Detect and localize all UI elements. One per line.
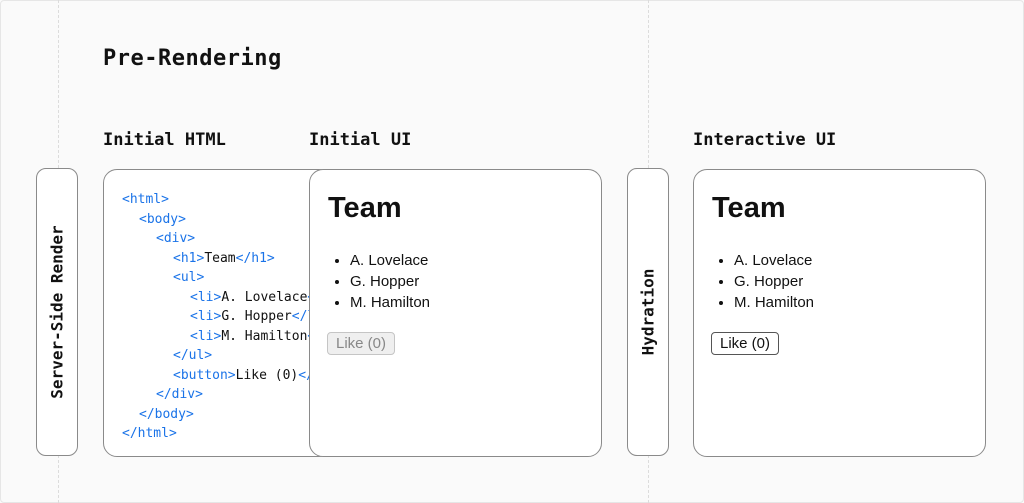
interactive-ui-member-list: A. Lovelace G. Hopper M. Hamilton	[716, 250, 814, 313]
label-initial-ui: Initial UI	[309, 130, 412, 150]
code-line: <li>M. Hamilton</li>	[122, 327, 332, 347]
html-code-block: <html><body><div><h1>Team</h1><ul><li>A.…	[122, 190, 332, 444]
initial-ui-member-list: A. Lovelace G. Hopper M. Hamilton	[332, 250, 430, 313]
code-tag: <h1>	[173, 250, 205, 266]
interactive-ui-team-heading: Team	[712, 192, 786, 224]
initial-ui-like-button: Like (0)	[327, 332, 396, 355]
code-tag: </html>	[122, 426, 177, 441]
list-item: M. Hamilton	[350, 292, 430, 313]
code-line: <div>	[122, 229, 332, 249]
initial-html-card: <html><body><div><h1>Team</h1><ul><li>A.…	[103, 169, 333, 457]
list-item: A. Lovelace	[734, 250, 814, 271]
code-line: </body>	[122, 405, 332, 425]
diagram-title: Pre-Rendering	[103, 46, 282, 71]
list-item: M. Hamilton	[734, 292, 814, 313]
code-tag: <button>	[173, 367, 236, 383]
code-line: <li>A. Lovelace</li>	[122, 288, 332, 308]
label-initial-html: Initial HTML	[103, 130, 226, 150]
code-tag: </div>	[156, 387, 203, 402]
code-tag: <li>	[190, 309, 222, 324]
code-tag: </ul>	[173, 348, 213, 363]
code-line: <ul>	[122, 268, 332, 288]
hydration-label: Hydration	[638, 268, 658, 356]
code-text: M. Hamilton	[221, 328, 308, 344]
code-line: <button>Like (0)</button>	[122, 366, 332, 386]
code-text: A. Lovelace	[221, 289, 308, 305]
code-text: Team	[204, 250, 236, 266]
interactive-ui-like-button[interactable]: Like (0)	[711, 332, 780, 355]
server-side-render-pill: Server-Side Render	[36, 168, 78, 456]
code-line: <body>	[122, 210, 332, 230]
code-text: G. Hopper	[221, 309, 292, 324]
code-line: </html>	[122, 424, 332, 444]
code-tag: <html>	[122, 192, 169, 207]
list-item: G. Hopper	[734, 271, 814, 292]
code-tag: </h1>	[235, 250, 275, 266]
code-line: <li>G. Hopper</li>	[122, 307, 332, 327]
code-tag: <body>	[139, 211, 186, 227]
code-line: </ul>	[122, 346, 332, 366]
initial-ui-team-heading: Team	[328, 192, 402, 224]
code-tag: </body>	[139, 406, 194, 422]
hydration-pill: Hydration	[627, 168, 669, 456]
code-tag: <li>	[190, 289, 222, 305]
list-item: A. Lovelace	[350, 250, 430, 271]
code-line: <h1>Team</h1>	[122, 249, 332, 269]
code-line: </div>	[122, 385, 332, 405]
list-item: G. Hopper	[350, 271, 430, 292]
code-tag: <ul>	[173, 270, 205, 285]
code-tag: <div>	[156, 231, 196, 246]
initial-ui-card: Team A. Lovelace G. Hopper M. Hamilton L…	[309, 169, 602, 457]
code-line: <html>	[122, 190, 332, 210]
interactive-ui-card: Team A. Lovelace G. Hopper M. Hamilton L…	[693, 169, 986, 457]
server-side-render-label: Server-Side Render	[47, 225, 67, 399]
code-tag: <li>	[190, 328, 222, 344]
code-text: Like (0)	[235, 367, 299, 383]
label-interactive-ui: Interactive UI	[693, 130, 837, 150]
